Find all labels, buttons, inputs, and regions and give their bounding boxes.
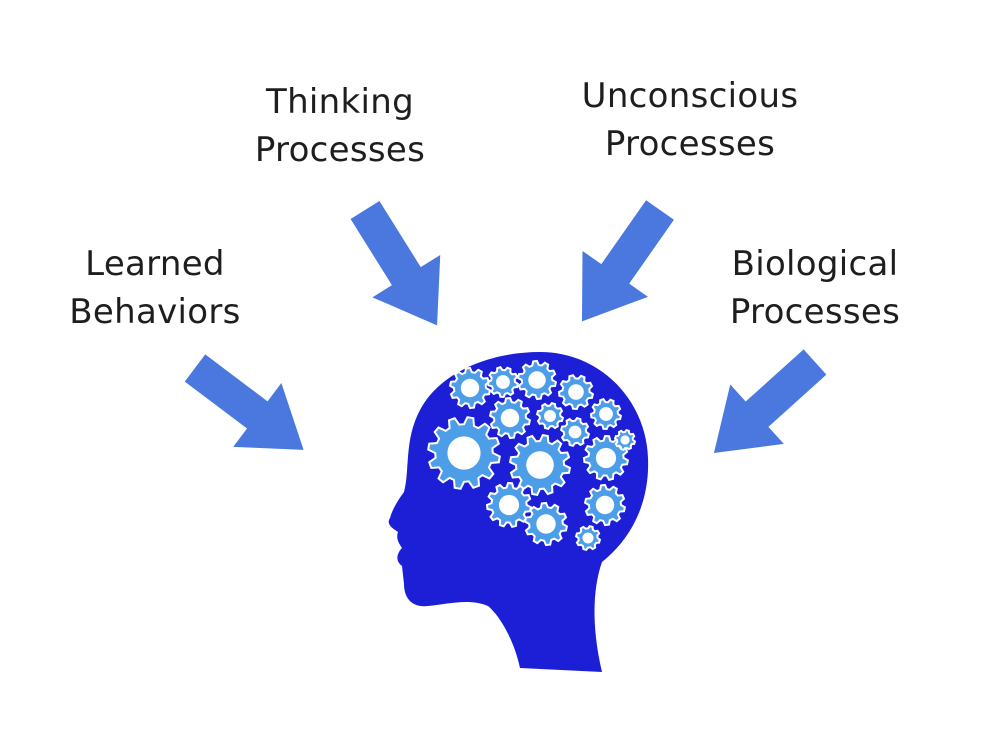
- gear-hole: [599, 407, 613, 421]
- label-line: Processes: [604, 124, 776, 164]
- gear-hole: [544, 410, 556, 422]
- label-biological-processes: Biological Processes: [710, 240, 920, 336]
- gear-icon: [613, 428, 637, 452]
- gear-hole: [526, 451, 554, 479]
- gear-icon: [523, 501, 569, 547]
- gear-icon: [557, 374, 595, 411]
- gear-hole: [568, 384, 584, 400]
- gear-icon: [488, 396, 532, 440]
- label-line: Behaviors: [69, 292, 241, 332]
- gear-hole: [568, 425, 582, 439]
- gear-hole: [582, 532, 594, 544]
- gear-hole: [447, 436, 481, 470]
- label-line: Processes: [729, 292, 901, 332]
- arrow-icon-thinking: [331, 188, 471, 347]
- gear-icon: [486, 366, 520, 399]
- gear-icon: [589, 398, 623, 431]
- label-line: Biological: [731, 244, 899, 284]
- label-thinking-processes: Thinking Processes: [240, 78, 440, 174]
- gear-icon: [574, 524, 602, 552]
- gear-hole: [498, 494, 520, 516]
- gear-hole: [496, 375, 510, 389]
- gear-icon: [508, 433, 572, 497]
- gear-icon: [485, 481, 533, 528]
- gear-icon: [582, 434, 630, 481]
- label-line: Thinking: [266, 82, 414, 122]
- label-line: Learned: [85, 244, 225, 284]
- label-unconscious-processes: Unconscious Processes: [560, 72, 820, 168]
- gear-hole: [595, 495, 615, 515]
- gear-icon: [516, 359, 558, 401]
- gear-icon: [583, 483, 627, 527]
- gears-cluster: [427, 359, 637, 552]
- gear-hole: [460, 378, 480, 398]
- gear-hole: [595, 447, 617, 469]
- arrow-icon-learned: [170, 336, 328, 482]
- gear-icon: [535, 401, 565, 431]
- gear-hole: [620, 435, 630, 445]
- gear-icon: [448, 366, 492, 410]
- gear-hole: [500, 408, 520, 428]
- gear-hole: [528, 371, 546, 389]
- gear-icon: [427, 416, 501, 490]
- arrow-icon-biological: [687, 332, 842, 483]
- label-learned-behaviors: Learned Behaviors: [50, 240, 260, 336]
- gear-icon: [559, 416, 591, 448]
- label-line: Processes: [254, 130, 426, 170]
- label-line: Unconscious: [581, 76, 799, 116]
- gear-hole: [536, 514, 556, 534]
- arrow-icon-unconscious: [549, 187, 693, 345]
